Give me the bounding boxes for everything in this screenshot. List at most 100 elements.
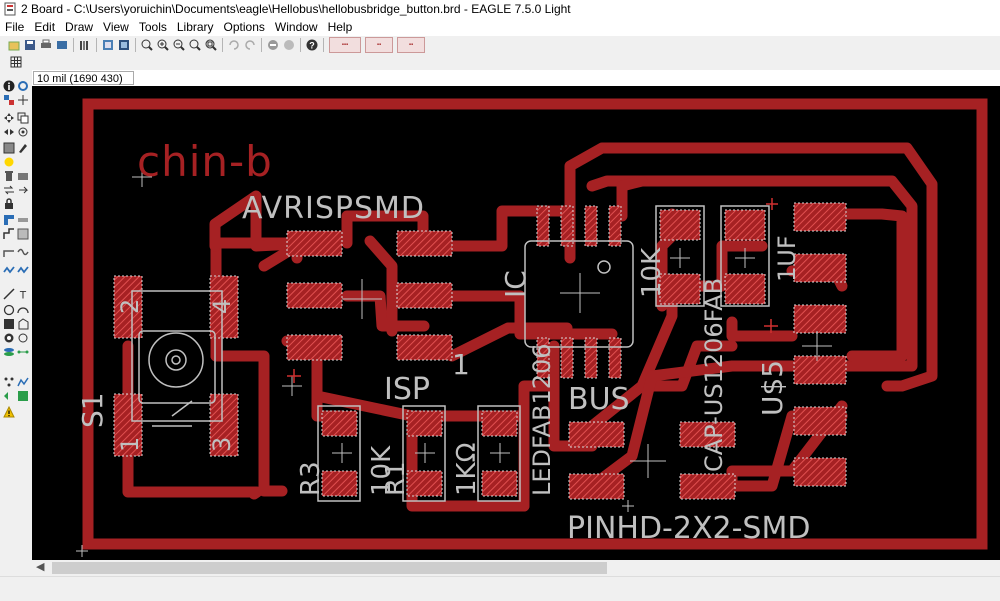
redo-icon[interactable]: [243, 38, 257, 52]
sw-pin1-label: 1: [116, 437, 144, 452]
group-icon[interactable]: [3, 142, 15, 154]
switch-name-label: S1: [76, 392, 109, 428]
ripup-icon[interactable]: [17, 228, 29, 240]
save-icon[interactable]: [23, 38, 37, 52]
add-icon[interactable]: [17, 170, 29, 182]
hole-icon[interactable]: [17, 332, 29, 344]
isp-label: ISP: [384, 372, 430, 407]
copy-icon[interactable]: [17, 112, 29, 124]
ratsnest-icon[interactable]: [17, 346, 29, 358]
text-icon[interactable]: T: [17, 288, 29, 301]
led-label: LEDFAB1206: [528, 343, 556, 496]
auto-icon[interactable]: [3, 376, 15, 388]
library-icon[interactable]: [78, 38, 92, 52]
circle-icon[interactable]: [3, 304, 15, 316]
origin-marks: [76, 167, 832, 557]
open-icon[interactable]: [7, 38, 21, 52]
route-icon[interactable]: [3, 228, 15, 240]
delete-icon[interactable]: [3, 170, 15, 182]
paste-icon[interactable]: [3, 156, 15, 168]
menu-bar: File Edit Draw View Tools Library Option…: [0, 18, 1000, 36]
zoom-redraw-icon[interactable]: [188, 38, 202, 52]
help-icon[interactable]: ?: [305, 38, 319, 52]
menu-window[interactable]: Window: [274, 20, 318, 34]
go-icon[interactable]: [282, 38, 296, 52]
scroll-left-icon[interactable]: ◀: [36, 561, 45, 573]
schematic-icon[interactable]: [101, 38, 115, 52]
window-title: 2 Board - C:\Users\yoruichin\Documents\e…: [21, 2, 571, 16]
red-origin-marks: [287, 198, 778, 383]
parameter-toolbar: [0, 54, 1000, 71]
menu-library[interactable]: Library: [176, 20, 214, 34]
pad: [536, 205, 550, 247]
menu-draw[interactable]: Draw: [65, 20, 94, 34]
polygon-icon[interactable]: [17, 318, 29, 330]
pad: [584, 205, 598, 247]
mark-icon[interactable]: [17, 94, 29, 106]
pad: [406, 410, 443, 437]
print-icon[interactable]: [39, 38, 53, 52]
zoom-in-icon[interactable]: [156, 38, 170, 52]
menu-edit[interactable]: Edit: [34, 20, 56, 34]
switch-knob: [148, 332, 204, 388]
pcb-order-icon[interactable]: ▪▪: [397, 37, 425, 53]
zoom-select-icon[interactable]: [204, 38, 218, 52]
menu-help[interactable]: Help: [327, 20, 353, 34]
svg-text:?: ?: [309, 41, 315, 51]
wire-icon[interactable]: [3, 246, 15, 258]
replace-icon[interactable]: [17, 184, 29, 196]
follow-me-icon[interactable]: [17, 264, 29, 276]
design-link-icon[interactable]: ▪▪▪: [329, 37, 361, 53]
display-icon[interactable]: [3, 94, 15, 106]
sw-pin2-label: 2: [116, 299, 144, 314]
switch-knob-center: [165, 349, 187, 371]
scroll-thumb[interactable]: [52, 562, 607, 574]
pin1-label: 1: [452, 348, 470, 381]
pad: [793, 406, 847, 436]
status-bar: [0, 576, 1000, 601]
arc-icon[interactable]: [17, 304, 29, 316]
move-icon[interactable]: [3, 112, 15, 124]
pcb-layout[interactable]: chin-b AVRISPSMD ISP 1 BUS PINHD-2X2-SMD…: [32, 86, 1000, 560]
show-icon[interactable]: [17, 80, 29, 92]
change-icon[interactable]: [17, 142, 29, 154]
autorouter-icon[interactable]: [3, 264, 15, 276]
menu-view[interactable]: View: [103, 20, 129, 34]
silkscreen-outlines: [131, 205, 770, 502]
rotate-icon[interactable]: [17, 126, 29, 138]
board-canvas[interactable]: chin-b AVRISPSMD ISP 1 BUS PINHD-2X2-SMD…: [32, 86, 1000, 560]
lock-icon[interactable]: [3, 198, 15, 210]
split-icon[interactable]: [3, 214, 15, 226]
signal-icon[interactable]: [17, 246, 29, 258]
rect-icon[interactable]: [3, 318, 15, 330]
warning-icon[interactable]: [3, 406, 15, 418]
optimize-icon[interactable]: [17, 214, 29, 226]
pad: [113, 275, 143, 339]
drc-route-icon[interactable]: [17, 376, 29, 388]
pad: [113, 393, 143, 457]
zoom-out-icon[interactable]: [172, 38, 186, 52]
cam-icon[interactable]: [55, 38, 69, 52]
pad: [560, 337, 574, 379]
horizontal-scrollbar[interactable]: ◀: [32, 560, 1000, 576]
stop-icon[interactable]: [266, 38, 280, 52]
pinswap-icon[interactable]: [3, 184, 15, 196]
layers-icon[interactable]: [3, 346, 15, 358]
undo-icon[interactable]: [227, 38, 241, 52]
mirror-icon[interactable]: [3, 126, 15, 138]
via-icon[interactable]: [3, 332, 15, 344]
menu-tools[interactable]: Tools: [138, 20, 167, 34]
board-icon[interactable]: [117, 38, 131, 52]
grid-icon[interactable]: [9, 55, 23, 69]
menu-options[interactable]: Options: [223, 20, 265, 34]
zoom-fit-icon[interactable]: [140, 38, 154, 52]
smd-pads: [113, 202, 847, 500]
pcb-quote-icon[interactable]: ▪▪: [365, 37, 393, 53]
erc-icon[interactable]: [17, 390, 29, 402]
sw-pin4-label: 4: [208, 299, 236, 314]
line-icon[interactable]: [3, 288, 15, 300]
pad: [536, 337, 550, 379]
info-icon[interactable]: [3, 80, 15, 92]
menu-file[interactable]: File: [5, 20, 25, 34]
drc-icon[interactable]: [3, 390, 15, 402]
